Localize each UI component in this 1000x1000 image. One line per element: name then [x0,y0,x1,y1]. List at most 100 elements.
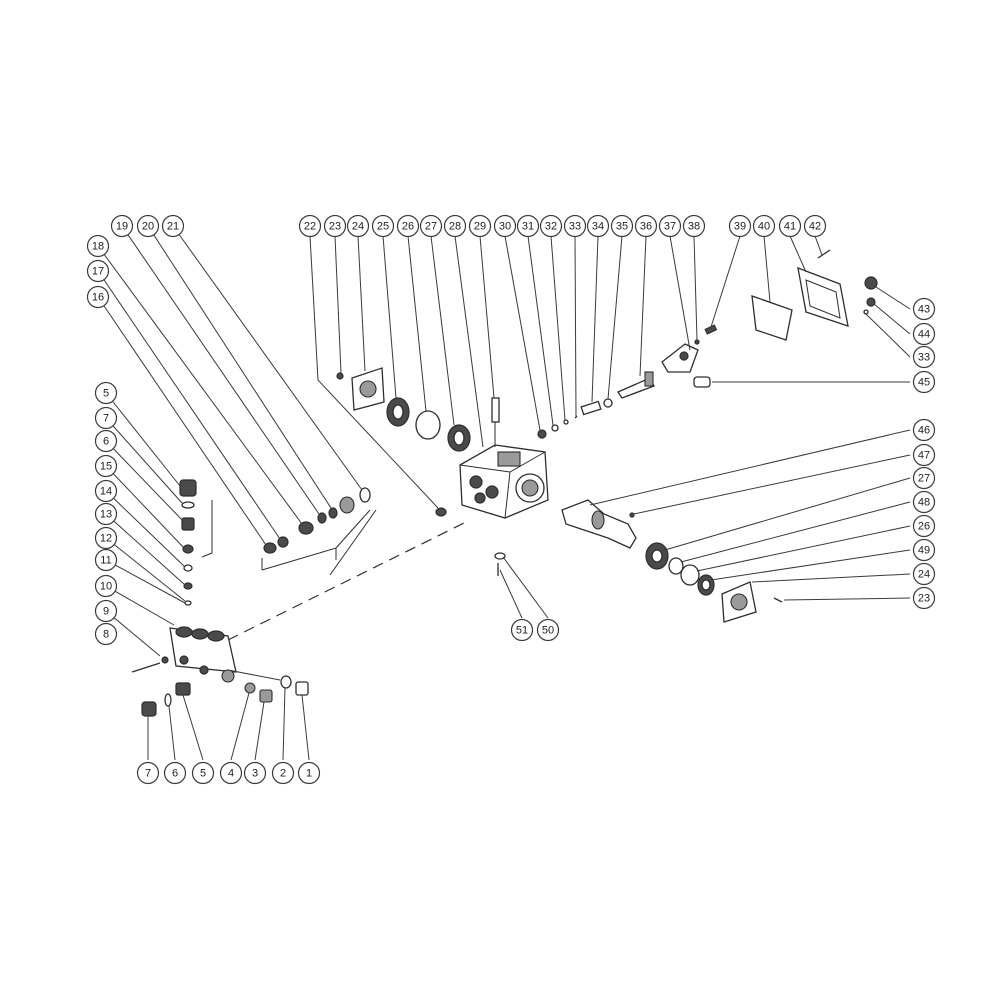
key-part-46 [629,512,635,518]
bearing-inner-27r [651,549,663,563]
callout-18: 18 [86,234,110,258]
callout-46: 46 [912,418,936,442]
seal-part-20 [328,507,338,519]
valve-cap-part [179,479,197,497]
callout-3: 3 [243,761,267,785]
callout-circle [912,538,936,562]
callout-number: 47 [918,450,930,462]
cap-part-1 [295,681,309,696]
o-ring-part-2 [280,675,292,689]
callout-number: 40 [758,221,770,233]
callout-number: 20 [142,221,154,233]
callout-23: 23 [323,214,347,238]
seal-inner-49 [701,579,711,591]
callout-51: 51 [510,618,534,642]
callout-circle [912,322,936,346]
callout-number: 7 [145,768,151,780]
washer-part-22 [435,507,447,517]
pin-part-45 [693,376,711,388]
seal-part-19 [317,512,327,524]
callout-circle [912,586,936,610]
cover-plate-hole [359,380,377,398]
callout-number: 27 [425,221,437,233]
cover-inner-41 [805,279,841,319]
callout-number: 22 [304,221,316,233]
callout-number: 10 [100,581,112,593]
callout-circle [912,345,936,369]
seal-part-17 [277,536,289,548]
valve-small-part [183,582,193,590]
callout-33: 33 [563,214,587,238]
callout-number: 37 [664,221,676,233]
callout-circle [728,214,752,238]
callout-22: 22 [298,214,322,238]
callout-circle [912,514,936,538]
crankcase-port-1 [469,475,483,489]
callout-circle [912,297,936,321]
manifold-port-1 [175,626,193,638]
ring-part-32 [563,419,569,425]
callout-circle [912,418,936,442]
callout-circle [94,599,118,623]
manifold-side-port [221,669,235,683]
callout-35: 35 [610,214,634,238]
o-ring-part-26r [680,564,700,586]
callout-circle [94,574,118,598]
callout-number: 33 [569,221,581,233]
callout-number: 23 [329,221,341,233]
callout-12: 12 [94,526,118,550]
callout-27: 27 [419,214,443,238]
o-ring-part-33r [863,309,869,315]
callout-circle [912,466,936,490]
plug-part-3 [259,689,273,703]
callout-26: 26 [912,514,936,538]
plug-part [141,701,157,717]
callout-7: 7 [136,761,160,785]
callout-circle [912,443,936,467]
callout-number: 29 [474,221,486,233]
callout-circle [271,761,295,785]
callout-number: 24 [352,221,364,233]
callout-circle [94,502,118,526]
callout-number: 5 [200,768,206,780]
callout-circle [752,214,776,238]
callout-number: 26 [918,521,930,533]
callout-8: 8 [94,622,118,646]
callout-number: 51 [516,625,528,637]
pin-part-38 [694,339,700,345]
callout-39: 39 [728,214,752,238]
ring-part-21 [359,487,371,503]
callout-number: 21 [167,221,179,233]
manifold-port-2 [191,628,209,640]
callout-circle [94,454,118,478]
cover-part-41 [797,266,849,327]
callout-circle [778,214,802,238]
callout-40: 40 [752,214,776,238]
callout-circle [161,214,185,238]
callout-circle [493,214,517,238]
crankcase-group [336,249,878,623]
callout-circle [94,381,118,405]
callout-number: 17 [92,266,104,278]
callout-45: 45 [912,370,936,394]
plug-part-44 [866,297,876,307]
callout-circle [443,214,467,238]
callout-circle [94,526,118,550]
callout-4: 4 [219,761,243,785]
callout-number: 50 [542,625,554,637]
callout-circle [539,214,563,238]
callout-24: 24 [346,214,370,238]
dipstick-part [491,397,500,423]
callout-number: 35 [616,221,628,233]
callout-circle [658,214,682,238]
callout-20: 20 [136,214,160,238]
callout-number: 48 [918,497,930,509]
callout-number: 3 [252,768,258,780]
callout-19: 19 [110,214,134,238]
valve-part [181,517,195,531]
callout-number: 32 [545,221,557,233]
callout-29: 29 [468,214,492,238]
callout-21: 21 [161,214,185,238]
callout-47: 47 [912,443,936,467]
crankcase-window [497,451,521,467]
